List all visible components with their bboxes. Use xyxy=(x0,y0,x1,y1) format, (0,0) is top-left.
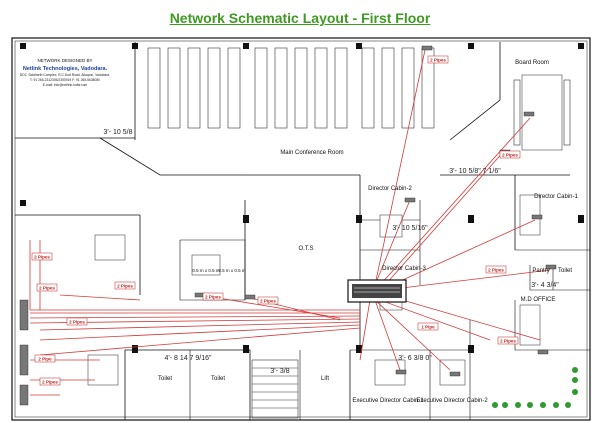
network-sockets xyxy=(19,45,557,406)
dimension-label: 3'- 4 3/4" xyxy=(531,282,559,289)
conference-seating xyxy=(147,47,435,129)
pipe-label: 2 Pipes xyxy=(42,380,58,385)
company-email: E-mail: info@netlink-india.com xyxy=(43,83,88,87)
room-director-cabin-1: Director Cabin-1 xyxy=(534,194,578,200)
dimension-label: 3'- 6 3/8 0" xyxy=(398,355,432,362)
dimension-labels: 3'- 10 5/8 3'- 10 5/8" 7 1/6" 3'- 4 3/4"… xyxy=(104,129,560,375)
company-credit: NETWORK DESIGNED BY xyxy=(37,58,92,63)
dimension-label: 0.5 m x 0.5 m xyxy=(218,268,246,273)
pipe-label: 2 Pipes xyxy=(260,299,276,304)
pipe-label: 2 Pipes xyxy=(500,339,516,344)
pipe-label: 2 Pipes xyxy=(117,284,133,289)
company-phone: T: 91 265-2312305/2350919 F: 91 265-5638… xyxy=(30,78,100,82)
staircase xyxy=(251,359,299,419)
dimension-label: 4'- 8 14 7 9/16" xyxy=(164,355,212,362)
pipe-label: 2 Pipes xyxy=(34,255,50,260)
room-main-conference: Main Conference Room xyxy=(280,150,343,156)
room-labels: Board Room Main Conference Room Director… xyxy=(158,60,579,404)
dimension-label: 0.5 m x 0.5 m xyxy=(192,268,220,273)
room-md-office: M.D OFFICE xyxy=(521,297,556,303)
interior-walls xyxy=(15,42,590,420)
pipe-label: 2 Pipes xyxy=(488,268,504,273)
room-toilet-east: Toilet xyxy=(558,268,572,274)
dimension-label: 3'- 3/8 xyxy=(270,368,289,375)
dimension-label: 3'- 10 5/8 xyxy=(104,129,133,136)
company-address: BO2, Siddharth Complex, R.C.Dutt Road, A… xyxy=(20,73,110,77)
pipe-label: 2 Pipe xyxy=(38,357,52,362)
page-title: Network Schematic Layout - First Floor xyxy=(169,10,431,26)
room-board-room: Board Room xyxy=(515,60,549,66)
board-room-table xyxy=(513,74,571,151)
plants xyxy=(492,367,578,408)
network-rack xyxy=(347,279,407,303)
pipe-label: 1 Pipe xyxy=(421,325,435,330)
dimension-label: 3'- 10 5/8" 7 1/6" xyxy=(449,168,501,175)
company-info: NETWORK DESIGNED BY Netlink Technologies… xyxy=(20,58,110,87)
pipe-label: 2 Pipes xyxy=(39,286,55,291)
room-toilet-1: Toilet xyxy=(158,376,172,382)
pipe-labels: 2 Pipes 2 Pipes 2 Pipes 2 Pipes 1 Pipe 2… xyxy=(31,55,521,386)
dimension-label: 3'- 10 5/16" xyxy=(392,225,428,232)
desks xyxy=(87,194,541,386)
columns xyxy=(20,43,584,353)
room-exec-director-cabin-2: Executive Director Cabin-2 xyxy=(416,398,488,404)
pipe-label: 2 Pipes xyxy=(205,295,221,300)
pipe-label: 2 Pipes xyxy=(502,153,518,158)
room-director-cabin-3: Director Cabin-3 xyxy=(382,266,426,272)
room-lift: Lift xyxy=(321,376,329,382)
company-name: Netlink Technologies, Vadodara. xyxy=(23,66,108,72)
room-ots: O.T.S xyxy=(298,246,313,252)
cable-runs xyxy=(29,49,551,396)
pipe-label: 2 Pipes xyxy=(430,58,446,63)
room-director-cabin-2: Director Cabin-2 xyxy=(368,186,412,192)
pipe-label: 2 Pipes xyxy=(69,320,85,325)
room-exec-director-cabin-1: Executive Director Cabin-1 xyxy=(352,398,424,404)
outer-walls xyxy=(11,37,591,421)
room-toilet-2: Toilet xyxy=(211,376,225,382)
room-pantry: Pantry xyxy=(532,268,549,274)
